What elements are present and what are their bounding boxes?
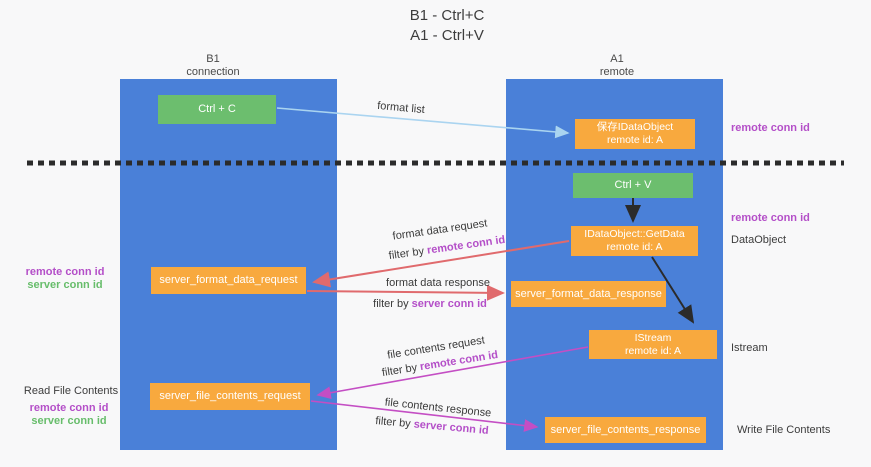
node-server-file-contents-request: server_file_contents_request [150, 383, 310, 410]
remote-conn-id-text: remote conn id [426, 233, 506, 257]
server-format-data-request-label: server_format_data_request [159, 274, 298, 286]
diagram-title: B1 - Ctrl+C A1 - Ctrl+V [410, 6, 485, 46]
label-dataobject: DataObject [731, 234, 787, 246]
filter-by-text: filter by [373, 298, 412, 310]
server-file-contents-request-label: server_file_contents_request [159, 390, 301, 402]
server-file-contents-response-label: server_file_contents_response [550, 423, 701, 436]
istream-line2: remote id: A [624, 344, 682, 357]
node-save-idataobject: 保存IDataObject remote id: A [575, 119, 695, 149]
node-idataobject-getdata: IDataObject::GetData remote id: A [571, 226, 698, 256]
filter-by-text: filter by [388, 244, 428, 263]
lane-header-b1: B1 connection [186, 53, 239, 79]
title-line-1: B1 - Ctrl+C [409, 7, 485, 24]
filter-by-text: filter by [374, 415, 415, 431]
node-server-file-contents-response: server_file_contents_response [545, 417, 706, 443]
server-conn-id-text: server conn id [413, 418, 490, 437]
node-server-format-data-response: server_format_data_response [511, 281, 666, 307]
label-istream: Istream [731, 342, 768, 354]
label-format-list: format list [376, 99, 426, 117]
label-remote-conn-id-left-2: remote conn id [29, 402, 109, 414]
getdata-line1: IDataObject::GetData [584, 228, 685, 240]
title-line-2: A1 - Ctrl+V [410, 27, 484, 44]
label-format-data-response: format data response [386, 277, 490, 289]
label-filter-by-server-1: filter by server conn id [373, 298, 487, 310]
lane-a1-name: A1 [610, 53, 624, 65]
label-remote-conn-id-mid-right: remote conn id [731, 212, 810, 224]
node-ctrl-v: Ctrl + V [573, 173, 693, 198]
label-remote-conn-id-left-1: remote conn id [25, 266, 105, 278]
label-read-file-contents: Read File Contents [23, 385, 119, 397]
lane-b1-subtitle: connection [186, 66, 240, 78]
ctrl-c-label: Ctrl + C [198, 103, 236, 115]
server-conn-id-text: server conn id [411, 298, 487, 310]
ctrl-v-label: Ctrl + V [614, 179, 652, 191]
getdata-line2: remote id: A [606, 241, 663, 253]
node-istream: IStream remote id: A [589, 330, 717, 359]
label-server-conn-id-left-2: server conn id [31, 415, 107, 427]
lane-a1-subtitle: remote [599, 66, 635, 78]
label-file-contents-response: file contents response [384, 396, 492, 420]
save-idataobject-line2: remote id: A [606, 134, 664, 146]
label-server-conn-id-left-1: server conn id [27, 279, 103, 291]
label-remote-conn-id-top-right: remote conn id [731, 122, 810, 134]
label-write-file-contents: Write File Contents [737, 424, 831, 436]
node-ctrl-c: Ctrl + C [158, 95, 276, 124]
server-format-data-response-label: server_format_data_response [515, 287, 662, 300]
istream-line1: IStream [634, 331, 672, 344]
lane-b1-name: B1 [206, 53, 220, 65]
lane-header-a1: A1 remote [600, 53, 634, 79]
label-filter-by-server-2: filter by server conn id [375, 415, 489, 437]
save-idataobject-line1: 保存IDataObject [596, 121, 674, 133]
node-server-format-data-request: server_format_data_request [151, 267, 306, 294]
filter-by-text: filter by [381, 361, 422, 380]
